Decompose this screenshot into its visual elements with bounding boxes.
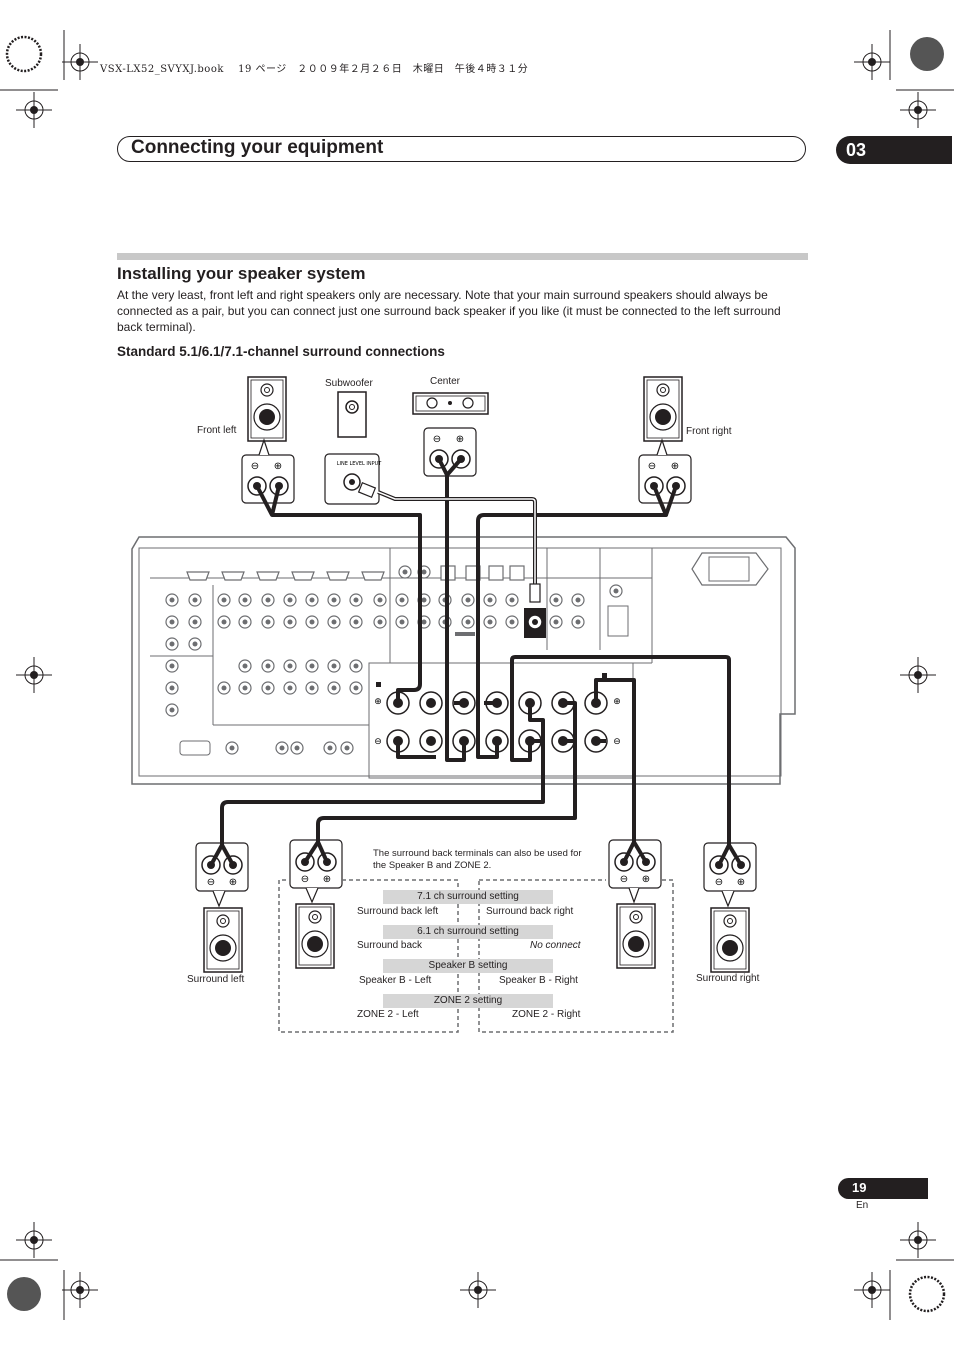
registration-mark [15,656,53,694]
registration-mark [899,91,937,129]
header-frame [117,136,806,162]
registration-mark [853,1271,891,1309]
language-code: En [856,1200,869,1211]
section-title: Installing your speaker system [117,264,366,283]
section-subtitle: Standard 5.1/6.1/7.1-channel surround co… [117,344,445,359]
setting-left-7-1: Surround back left [357,906,439,917]
line-level-input-label: LINE LEVEL INPUT [337,461,383,467]
color-target-mark [910,37,944,71]
setting-title-6-1: 6.1 ch surround setting [383,925,553,939]
subwoofer: LINE LEVEL INPUT [324,391,383,505]
section-body: At the very least, front left and right … [117,288,781,334]
front-right-label: Front right [686,426,732,437]
header-title: Connecting your equipment [131,137,384,158]
surround-right-speaker [710,907,750,973]
surround-back-left-speaker [295,903,335,969]
front-right-speaker [643,376,683,442]
receiver-speaker-terminals: ⊕ ⊖ ⊕ ⊖ [374,673,621,753]
setting-left-zone-2: ZONE 2 - Left [357,1009,419,1020]
surround-right-label: Surround right [696,973,760,984]
registration-mark [61,43,99,81]
center-speaker [412,392,489,415]
center-label: Center [430,376,461,387]
registration-mark [853,43,891,81]
surround-back-right-speaker [616,903,656,969]
setting-title-7-1: 7.1 ch surround setting [383,890,553,904]
setting-title-speaker-b: Speaker B setting [383,959,553,973]
svg-text:⊖: ⊖ [613,737,621,747]
color-target-mark [7,1277,41,1311]
setting-dashed-box [278,879,674,1033]
svg-text:⊖: ⊖ [374,737,382,747]
front-left-speaker [247,376,287,442]
registration-mark [459,1271,497,1309]
setting-right-zone-2: ZONE 2 - Right [512,1009,581,1020]
setting-right-7-1: Surround back right [486,906,574,917]
subwoofer-label: Subwoofer [325,378,373,389]
surround-back-note: The surround back terminals can also be … [373,848,582,871]
subwoofer-cable [357,481,541,603]
color-target-mark [908,1275,946,1313]
svg-text:⊕: ⊕ [613,697,621,707]
color-target-mark [5,35,43,73]
registration-mark [899,1221,937,1259]
surround-left-terminal [195,842,249,892]
speaker-cables [209,457,743,867]
setting-title-zone-2: ZONE 2 setting [383,994,553,1008]
section-rule [117,253,808,260]
print-meta-line: VSX-LX52_SVYXJ.book 19 ページ ２００９年２月２６日 木曜… [100,64,529,75]
setting-right-6-1: No connect [530,940,581,951]
chapter-tab: 03 [836,136,952,164]
front-left-terminal [241,454,295,504]
registration-mark [899,656,937,694]
front-left-label: Front left [197,425,237,436]
registration-mark [61,1271,99,1309]
svg-text:⊕: ⊕ [374,697,382,707]
registration-mark [15,91,53,129]
setting-left-6-1: Surround back [357,940,423,951]
setting-left-speaker-b: Speaker B - Left [359,975,432,986]
page-number: 19 [838,1178,928,1199]
receiver-rear-panel [131,536,796,785]
registration-mark [15,1221,53,1259]
surround-left-label: Surround left [187,974,245,985]
surround-left-speaker [203,907,243,973]
setting-right-speaker-b: Speaker B - Right [499,975,578,986]
front-right-terminal [638,454,692,504]
